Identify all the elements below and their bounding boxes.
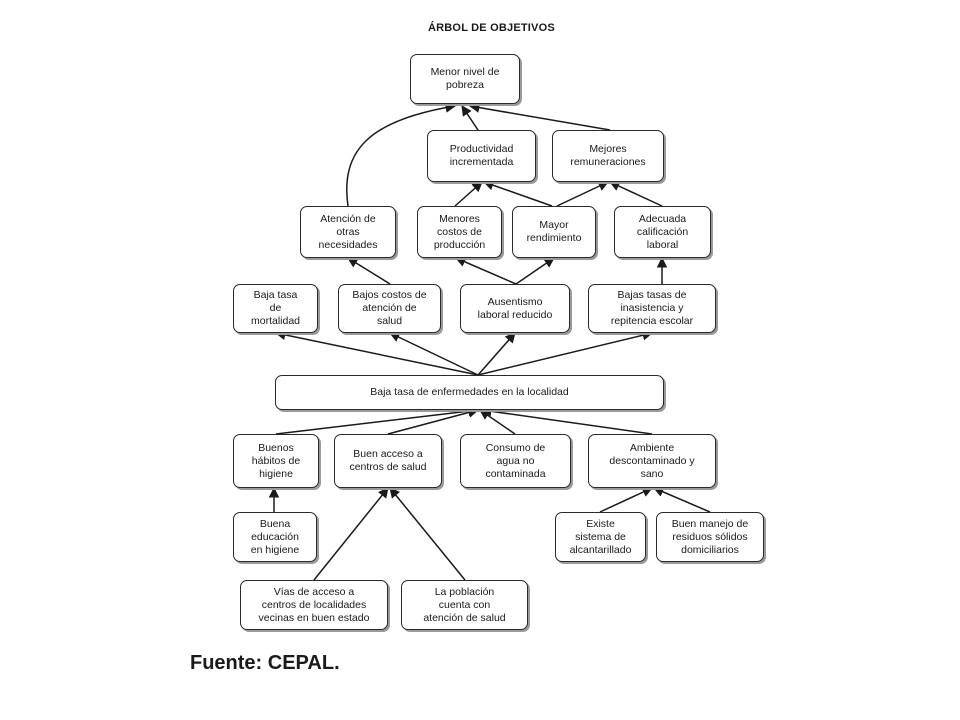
node-atencion-otras-necesidades: Atención de otras necesidades [300, 206, 396, 258]
node-buen-acceso-centros-salud: Buen acceso a centros de salud [334, 434, 442, 488]
node-ausentismo-laboral-reducido: Ausentismo laboral reducido [460, 284, 570, 333]
node-baja-tasa-mortalidad: Baja tasa de mortalidad [233, 284, 318, 333]
diagram-title: ÁRBOL DE OBJETIVOS [428, 22, 555, 34]
node-menores-costos-produccion: Menores costos de producción [417, 206, 502, 258]
node-vias-de-acceso: Vías de acceso a centros de localidades … [240, 580, 388, 630]
node-mayor-rendimiento: Mayor rendimiento [512, 206, 596, 258]
node-buen-manejo-residuos: Buen manejo de residuos sólidos domicili… [656, 512, 764, 562]
node-buena-educacion-higiene: Buena educación en higiene [233, 512, 317, 562]
node-productividad-incrementada: Productividad incrementada [427, 130, 536, 182]
node-baja-tasa-enfermedades: Baja tasa de enfermedades en la localida… [275, 375, 664, 410]
node-menor-nivel-de-pobreza: Menor nivel de pobreza [410, 54, 520, 104]
node-poblacion-atencion-salud: La población cuenta con atención de salu… [401, 580, 528, 630]
node-mejores-remuneraciones: Mejores remuneraciones [552, 130, 664, 182]
node-consumo-agua-no-contaminada: Consumo de agua no contaminada [460, 434, 571, 488]
node-adecuada-calificacion-laboral: Adecuada calificación laboral [614, 206, 711, 258]
node-ambiente-descontaminado-sano: Ambiente descontaminado y sano [588, 434, 716, 488]
source-caption: Fuente: CEPAL. [190, 652, 340, 674]
node-bajos-costos-atencion-salud: Bajos costos de atención de salud [338, 284, 441, 333]
node-bajas-tasas-inasistencia: Bajas tasas de inasistencia y repitencia… [588, 284, 716, 333]
node-buenos-habitos-higiene: Buenos hábitos de higiene [233, 434, 319, 488]
node-existe-sistema-alcantarillado: Existe sistema de alcantarillado [555, 512, 646, 562]
